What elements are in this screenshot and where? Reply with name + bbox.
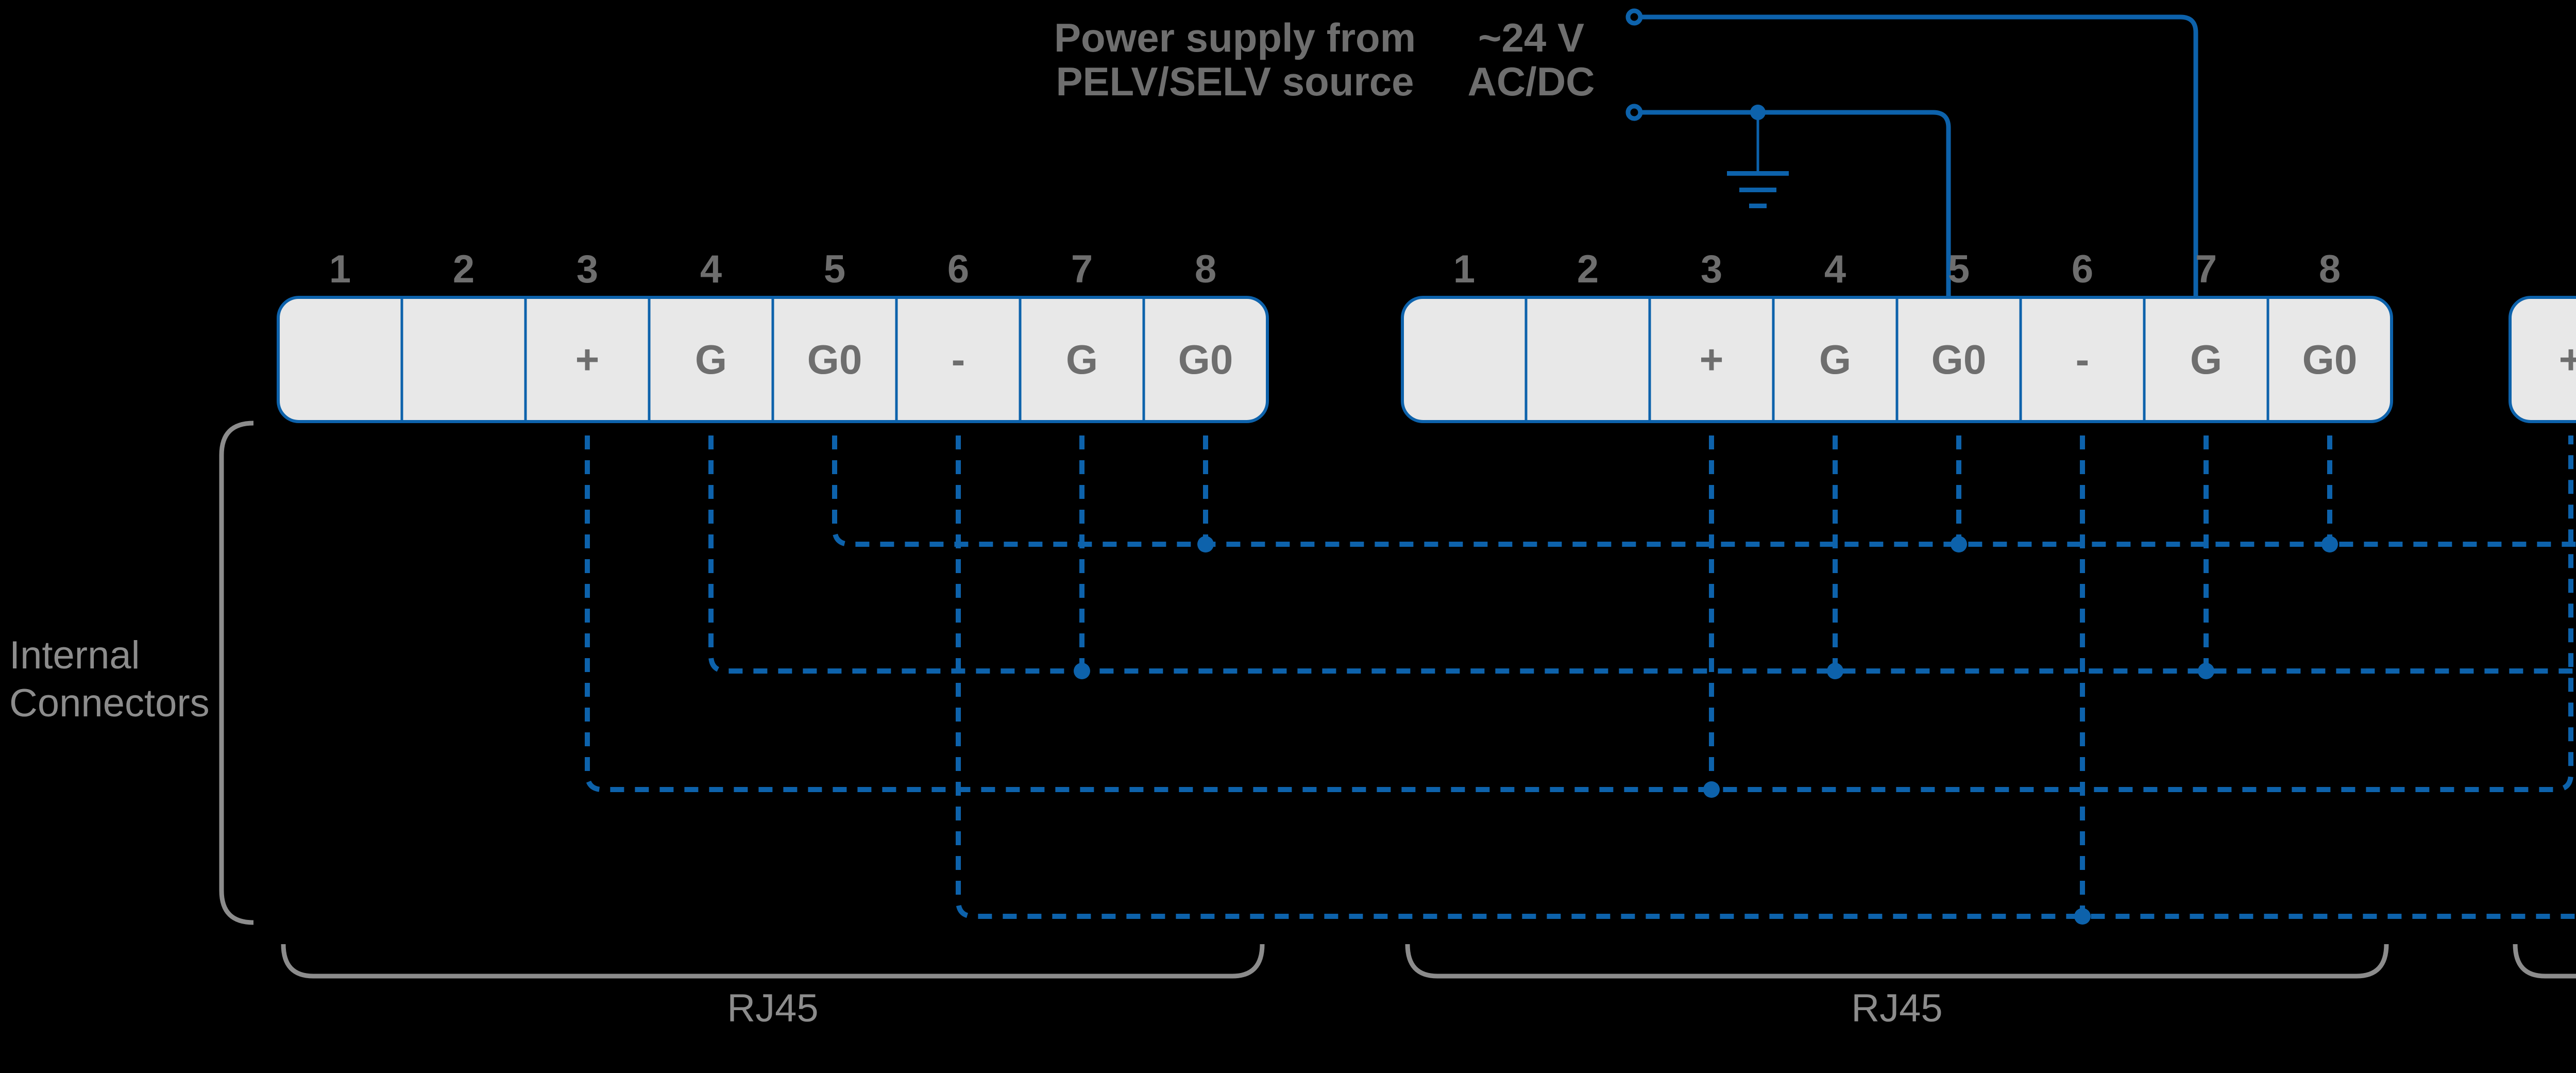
junction-dot	[1827, 663, 1843, 679]
junction-dot	[1703, 781, 1720, 798]
supply-wire-line2	[1642, 110, 1951, 297]
connector-group-brackets: RJ45 RJ45 Screw Terminal	[281, 944, 2576, 1030]
junction-dot	[1951, 536, 1967, 552]
supply-terminal-icon	[1625, 8, 1643, 26]
cell-label: +	[1700, 337, 1724, 382]
pin-number: 3	[1701, 247, 1722, 291]
pin-number: 5	[1948, 247, 1970, 291]
internal-connectors-label-line2: Connectors	[9, 681, 210, 725]
pin-number: 6	[947, 247, 969, 291]
pin-number: 8	[1195, 247, 1216, 291]
cell-label: -	[952, 337, 965, 382]
pin-number: 1	[329, 247, 351, 291]
cell-label: G	[1819, 337, 1851, 382]
pin-number: 2	[1577, 247, 1599, 291]
rj45-2-bracket	[1405, 944, 2389, 979]
junction-dot	[1074, 663, 1090, 679]
rj45-2-group-label: RJ45	[1851, 986, 1942, 1030]
junction-dot	[1197, 536, 1214, 552]
cell-label: G	[2190, 337, 2222, 382]
wire-bus-g0	[832, 435, 2576, 547]
voltage-label-line1: ~24 V	[1478, 15, 1584, 60]
wire-bus-plus	[585, 435, 2573, 792]
junction-dot	[2074, 908, 2091, 925]
cell-label: G	[1066, 337, 1098, 382]
internal-wiring	[585, 435, 2576, 925]
internal-connectors-group: Internal Connectors	[9, 421, 254, 925]
pin-number: 4	[700, 247, 722, 291]
cell-label: +	[575, 337, 600, 382]
rj45-connector-1: 1 2 3 4 5 6 7 8 + G G0 - G G0	[277, 247, 1269, 423]
wire-bus-minus	[956, 435, 2576, 919]
internal-connectors-bracket	[219, 421, 254, 925]
junction-dot	[2321, 536, 2338, 552]
cell-label: G0	[2302, 337, 2358, 382]
pin-number: 6	[2072, 247, 2093, 291]
supply-wire-line1	[1642, 14, 2198, 297]
pin-number: 3	[577, 247, 598, 291]
power-supply-label-line2: PELV/SELV source	[1056, 59, 1414, 104]
cell-label: G0	[1931, 337, 1987, 382]
pin-number: 7	[1071, 247, 1093, 291]
connector-cell-dividers	[400, 299, 1145, 420]
cell-label: G0	[807, 337, 862, 382]
voltage-label-line2: AC/DC	[1468, 59, 1595, 104]
supply-terminal-icon	[1625, 104, 1643, 121]
pin-number: 1	[1453, 247, 1475, 291]
cell-label: -	[2076, 337, 2090, 382]
rj45-connector-2: 1 2 3 4 5 6 7 8 + G G0 - G G0	[1401, 247, 2393, 423]
rj45-1-group-label: RJ45	[727, 986, 818, 1030]
screw-terminal-bracket	[2513, 944, 2576, 979]
pin-number: 8	[2319, 247, 2341, 291]
pin-number: 2	[453, 247, 474, 291]
pin-number: 7	[2195, 247, 2217, 291]
power-supply-label-line1: Power supply from	[1054, 15, 1416, 60]
wire-bus-g	[708, 435, 2576, 674]
junction-dot	[2198, 663, 2214, 679]
earth-ground-icon	[1727, 105, 1789, 208]
cell-label: G0	[1178, 337, 1233, 382]
pin-number: 5	[824, 247, 845, 291]
connector-cell-dividers	[1524, 299, 2269, 420]
cell-label: +	[2559, 337, 2576, 382]
screw-terminal-connector: + - G0 G	[2509, 296, 2576, 423]
power-supply-source: Power supply from PELV/SELV source ~24 V…	[1054, 8, 2198, 297]
connector-body	[2509, 296, 2576, 423]
pin-number: 4	[1824, 247, 1846, 291]
rj45-1-bracket	[281, 944, 1265, 979]
cell-label: G	[695, 337, 727, 382]
internal-connectors-label-line1: Internal	[9, 633, 140, 677]
